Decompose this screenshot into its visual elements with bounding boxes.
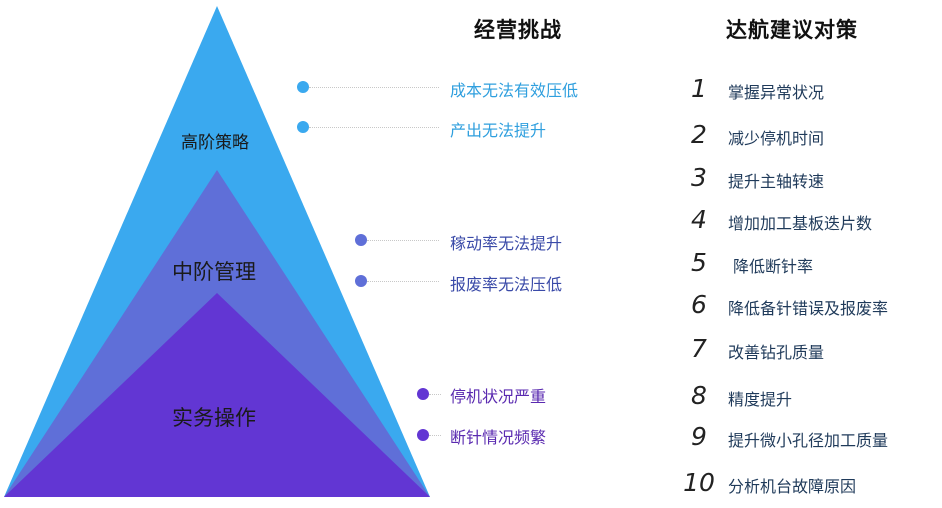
bullet-dot — [417, 388, 429, 400]
bullet-dot — [297, 121, 309, 133]
leader-line — [309, 87, 439, 88]
suggestion-number: 8 — [691, 381, 707, 410]
suggestion-item: 掌握异常状况 — [728, 83, 825, 102]
layer-label-low: 实务操作 — [172, 406, 256, 430]
leader-line — [309, 127, 439, 128]
leader-line — [367, 240, 439, 241]
suggestion-number: 5 — [691, 248, 707, 277]
layer-label-mid: 中阶管理 — [172, 260, 256, 284]
suggestion-number: 9 — [691, 422, 707, 451]
bullet-dot — [417, 429, 429, 441]
suggestion-number: 10 — [683, 468, 715, 497]
suggestion-item: 降低备针错误及报废率 — [728, 299, 889, 318]
suggestion-number: 3 — [691, 163, 707, 192]
challenge-item: 报废率无法压低 — [450, 275, 563, 294]
challenges-title: 经营挑战 — [474, 18, 562, 42]
suggestion-item: 分析机台故障原因 — [728, 477, 857, 496]
suggestion-number: 7 — [691, 334, 707, 363]
challenge-item: 产出无法提升 — [450, 121, 547, 140]
suggestion-number: 6 — [691, 290, 707, 319]
suggestion-item: 减少停机时间 — [728, 129, 825, 148]
bullet-dot — [355, 234, 367, 246]
challenge-item: 断针情况频繁 — [450, 428, 547, 447]
suggestion-item: 改善钻孔质量 — [728, 343, 825, 362]
suggestion-item: 提升主轴转速 — [728, 172, 825, 191]
pyramid-layer-low — [4, 293, 430, 497]
suggestion-item: 提升微小孔径加工质量 — [728, 431, 889, 450]
suggestion-item: 精度提升 — [728, 390, 793, 409]
leader-line — [429, 394, 441, 395]
suggestion-item: 增加加工基板迭片数 — [728, 214, 873, 233]
suggestion-number: 4 — [691, 205, 707, 234]
challenge-item: 成本无法有效压低 — [450, 81, 579, 100]
suggestion-number: 1 — [691, 74, 707, 103]
layer-label-high: 高阶策略 — [181, 133, 249, 153]
bullet-dot — [297, 81, 309, 93]
bullet-dot — [355, 275, 367, 287]
challenge-item: 稼动率无法提升 — [450, 234, 563, 253]
challenge-item: 停机状况严重 — [450, 387, 547, 406]
suggestions-title: 达航建议对策 — [726, 18, 858, 42]
leader-line — [429, 435, 441, 436]
suggestion-item: 降低断针率 — [733, 257, 814, 276]
suggestion-number: 2 — [691, 120, 707, 149]
leader-line — [367, 281, 439, 282]
